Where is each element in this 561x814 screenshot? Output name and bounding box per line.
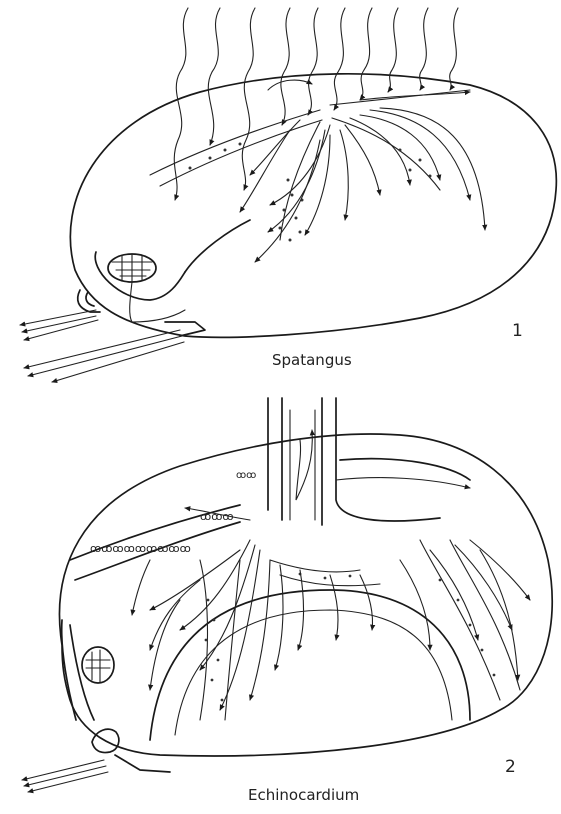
figure-1-number: 1	[512, 321, 523, 341]
spatangus-exhalant-jets	[20, 290, 205, 382]
spatangus-petals	[150, 90, 470, 242]
spatangus-outflow-arrows	[240, 92, 485, 262]
echinocardium-petals	[200, 540, 520, 720]
echinocardium-test-outline	[60, 434, 553, 756]
echinocardium-subanal-plate	[62, 620, 114, 720]
figure-2-number: 2	[505, 757, 516, 777]
figure-1-caption: Spatangus	[272, 351, 352, 369]
svg-text:ꝏꝏ: ꝏꝏ	[236, 470, 256, 481]
echinocardium-outflow-arrows	[132, 478, 530, 710]
svg-text:ꝏꝏꝏꝏꝏꝏꝏꝏꝏ: ꝏꝏꝏꝏꝏꝏꝏꝏꝏ	[90, 542, 191, 555]
spatangus-inflow-currents	[174, 8, 458, 200]
diagram-echinocardium: ꝏꝏꝏꝏꝏꝏꝏꝏꝏ ꝏꝏꝏ ꝏꝏ	[22, 398, 552, 804]
echinocardium-frontal-row: ꝏꝏꝏꝏꝏꝏꝏꝏꝏ ꝏꝏꝏ ꝏꝏ	[90, 470, 256, 555]
diagram-spatangus: 1 Spatangus	[20, 8, 556, 382]
echinocardium-exhalant-jets	[22, 729, 170, 792]
figure-2-caption: Echinocardium	[248, 786, 359, 804]
spatangus-test-outline	[70, 74, 556, 337]
